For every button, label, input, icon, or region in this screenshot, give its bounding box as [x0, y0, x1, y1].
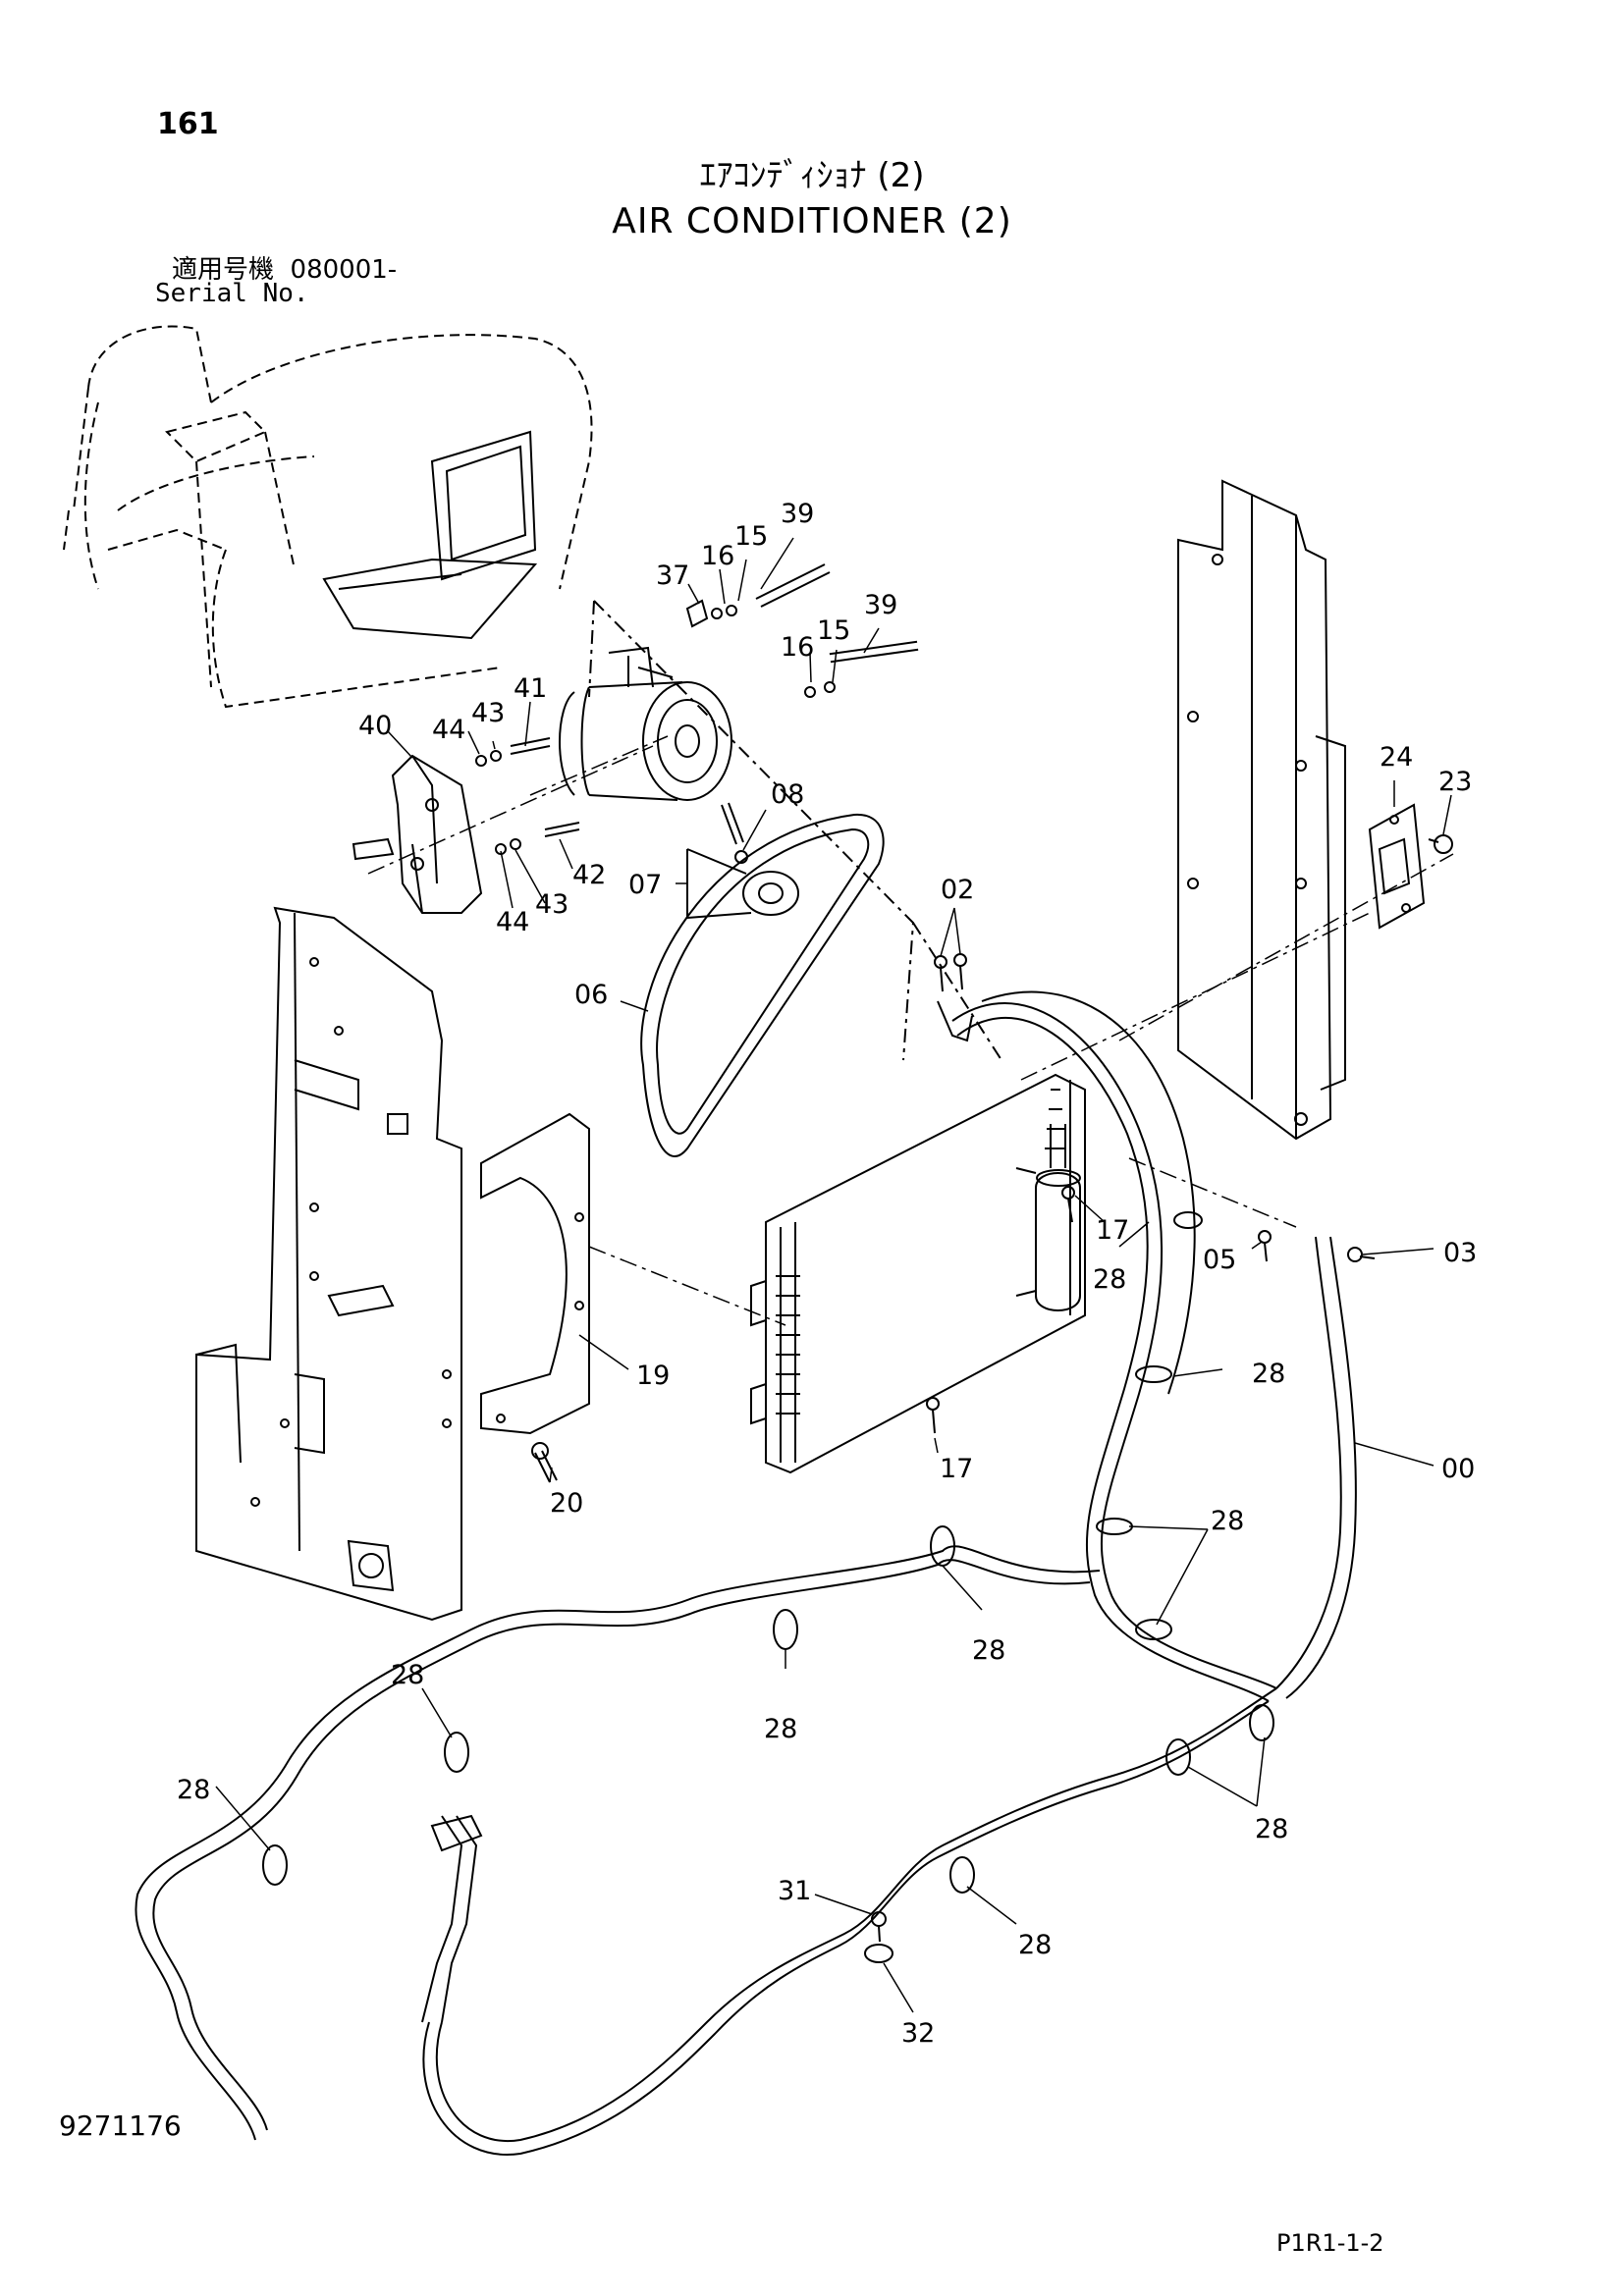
callout-32: 32: [901, 2018, 935, 2049]
leader-lines: [215, 537, 1452, 2013]
bolt-17b: [926, 1397, 940, 1434]
left-side-panel: [195, 906, 462, 1622]
callout-28d: 28: [972, 1635, 1005, 1666]
callout-28b: 28: [1252, 1359, 1285, 1389]
callout-37: 37: [656, 561, 689, 591]
callout-labels: 39 16 15 37 39 16 15 41 43 44 40 08 07 4…: [177, 499, 1477, 2049]
callout-16b: 16: [781, 632, 814, 663]
callout-17b: 17: [940, 1454, 973, 1484]
compressor-bracket: [352, 754, 483, 914]
receiver-drier: [1015, 1124, 1081, 1311]
cover-plate: [480, 1112, 590, 1435]
callout-19: 19: [636, 1361, 670, 1391]
callout-44a: 44: [432, 715, 465, 745]
callout-43b: 43: [535, 889, 568, 920]
title-japanese: ｴｱｺﾝﾃﾞｨｼｮﾅ (2): [699, 156, 925, 195]
drive-belt: [640, 813, 885, 1157]
title-english: AIR CONDITIONER (2): [612, 201, 1012, 241]
bolt-31: [871, 1911, 887, 1943]
callout-41: 41: [514, 673, 547, 704]
bolt-05: [1258, 1230, 1272, 1262]
small-hardware: [475, 599, 836, 864]
reference-lines: [367, 735, 1454, 1326]
callout-20: 20: [550, 1488, 583, 1519]
radiator-frame: [1177, 479, 1346, 1141]
callout-31: 31: [778, 1876, 811, 1906]
bolts-02: [934, 953, 973, 1042]
bracket-24: [1368, 803, 1426, 930]
callout-02: 02: [941, 875, 974, 905]
bolts-39: [755, 563, 919, 664]
callout-28e: 28: [764, 1714, 797, 1744]
cab-outline: [63, 325, 593, 709]
sheet-code: P1R1-1-2: [1276, 2229, 1384, 2257]
callout-15b: 15: [817, 615, 850, 646]
callout-05: 05: [1203, 1245, 1236, 1275]
callout-17a: 17: [1096, 1215, 1129, 1246]
callout-23: 23: [1438, 767, 1472, 797]
callout-28g: 28: [177, 1775, 210, 1805]
callout-43a: 43: [471, 698, 505, 728]
callout-03: 03: [1443, 1238, 1477, 1268]
callout-40: 40: [358, 711, 392, 741]
bolt-23: [1428, 834, 1453, 854]
callout-08: 08: [771, 779, 804, 810]
callout-28a: 28: [1093, 1264, 1126, 1295]
hose-clamps: [262, 1211, 1274, 1963]
compressor: [559, 646, 732, 801]
callout-07: 07: [628, 870, 662, 900]
callout-06: 06: [574, 980, 608, 1010]
callout-44b: 44: [496, 907, 529, 937]
callout-15a: 15: [734, 521, 768, 552]
page-number: 161: [157, 107, 219, 141]
callout-28h: 28: [1255, 1814, 1288, 1844]
reference-box: [588, 600, 1002, 1061]
serial-applicability: 適用号機 080001-: [172, 257, 397, 283]
cab-hvac-frame: [322, 430, 538, 640]
serial-label-jp: 適用号機: [172, 255, 275, 285]
serial-label-en: Serial No.: [155, 279, 309, 308]
bolt-17a: [1061, 1186, 1075, 1223]
callout-16a: 16: [701, 541, 734, 571]
callout-39b: 39: [864, 590, 897, 620]
drawing-number: 9271176: [59, 2109, 182, 2142]
callout-28i: 28: [1018, 1930, 1052, 1960]
callout-28f: 28: [391, 1660, 424, 1690]
callout-00: 00: [1441, 1454, 1475, 1484]
bolt-20: [531, 1442, 558, 1483]
serial-value: 080001-: [290, 255, 398, 285]
hose-assembly: [135, 990, 1357, 2156]
callout-28c: 28: [1211, 1506, 1244, 1536]
bolt-03: [1347, 1247, 1376, 1262]
callout-39a: 39: [781, 499, 814, 529]
callout-42: 42: [572, 860, 606, 890]
callout-24: 24: [1380, 742, 1413, 773]
